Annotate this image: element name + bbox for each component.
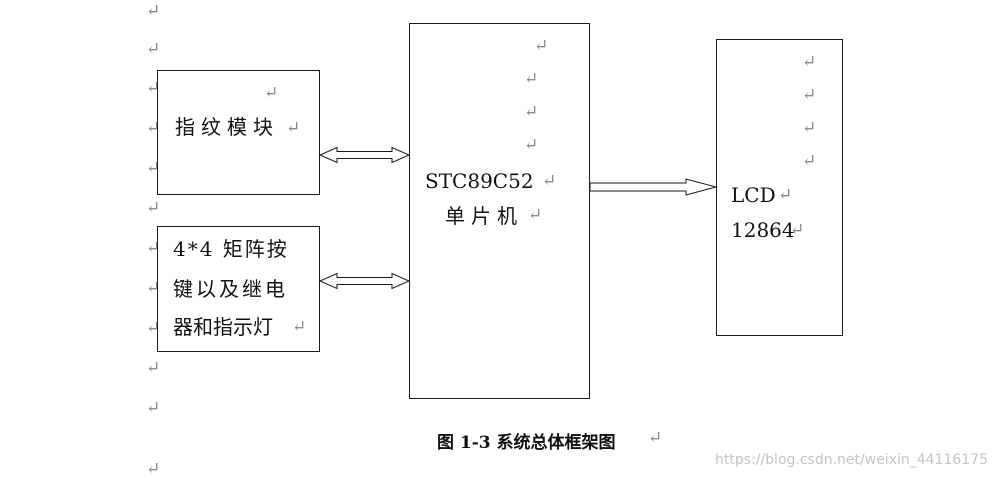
paragraph-mark: ↵ (146, 358, 161, 378)
paragraph-mark: ↵ (146, 198, 161, 218)
mcu-name-label: 单片机 (445, 204, 523, 228)
paragraph-mark: ↵ (524, 69, 539, 89)
paragraph-mark: ↵ (778, 185, 793, 205)
lcd-label-line2: 12864 (731, 218, 795, 242)
paragraph-mark: ↵ (524, 135, 539, 155)
keypad-label-line2: 键以及继电 (173, 277, 288, 301)
paragraph-mark: ↵ (542, 171, 557, 191)
paragraph-mark: ↵ (146, 158, 161, 178)
paragraph-mark: ↵ (146, 318, 161, 338)
paragraph-mark: ↵ (146, 1, 161, 21)
fingerprint-module-label: 指纹模块 (175, 115, 279, 139)
keypad-label-line3: 器和指示灯 (173, 315, 273, 339)
paragraph-mark: ↵ (534, 36, 549, 56)
fingerprint-module-box: ↵ 指纹模块 ↵ (157, 70, 320, 195)
paragraph-mark: ↵ (648, 428, 663, 448)
paragraph-mark: ↵ (146, 398, 161, 418)
paragraph-mark: ↵ (802, 52, 817, 72)
paragraph-mark: ↵ (790, 220, 805, 240)
lcd-label-line1: LCD (731, 183, 776, 207)
bidirectional-arrow-fingerprint-mcu (318, 146, 411, 164)
arrow-mcu-to-lcd (589, 178, 718, 196)
paragraph-mark: ↵ (264, 83, 279, 103)
keypad-relay-indicator-box: 4*4 矩阵按 键以及继电 器和指示灯 ↵ (157, 226, 320, 352)
paragraph-mark: ↵ (528, 205, 543, 225)
figure-caption: 图 1-3 系统总体框架图 (437, 433, 616, 453)
paragraph-mark: ↵ (292, 317, 307, 337)
paragraph-mark: ↵ (802, 118, 817, 138)
watermark: https://blog.csdn.net/weixin_44116175 (714, 452, 988, 468)
paragraph-mark: ↵ (146, 118, 161, 138)
mcu-box: ↵ ↵ ↵ ↵ STC89C52 ↵ 单片机 ↵ (409, 23, 590, 399)
paragraph-mark: ↵ (146, 39, 161, 59)
paragraph-mark: ↵ (802, 151, 817, 171)
paragraph-mark: ↵ (286, 118, 301, 138)
paragraph-mark: ↵ (524, 102, 539, 122)
paragraph-mark: ↵ (146, 459, 161, 479)
paragraph-mark: ↵ (146, 278, 161, 298)
lcd-box: ↵ ↵ ↵ ↵ LCD ↵ 12864 ↵ (716, 39, 843, 336)
paragraph-mark: ↵ (146, 238, 161, 258)
paragraph-mark: ↵ (802, 85, 817, 105)
bidirectional-arrow-keypad-mcu (318, 272, 411, 290)
mcu-model-label: STC89C52 (425, 169, 534, 193)
paragraph-mark: ↵ (146, 78, 161, 98)
keypad-label-line1: 4*4 矩阵按 (173, 237, 289, 261)
